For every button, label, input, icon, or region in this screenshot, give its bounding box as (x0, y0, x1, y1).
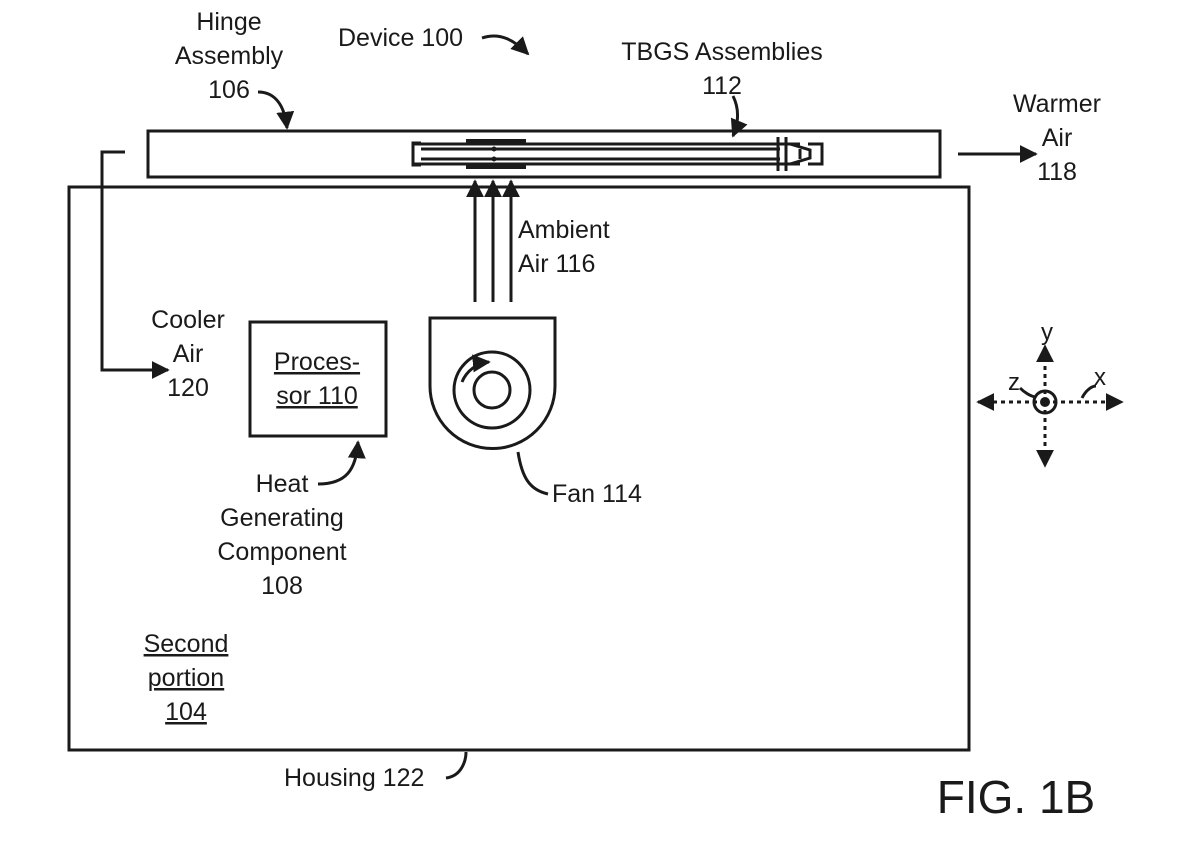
hinge-label-line1: Hinge (196, 8, 261, 36)
processor-box (248, 320, 388, 438)
axis-z-label: z (1008, 369, 1020, 396)
second-portion-label-line2: portion (148, 664, 224, 692)
fan (428, 316, 557, 450)
heat-label-line1: Heat (256, 470, 309, 498)
processor-label-line1: Proces- (274, 348, 360, 376)
fan-leader (516, 451, 549, 496)
heat-leader (317, 440, 366, 486)
ambient-air-label-line1: Ambient (518, 216, 610, 244)
housing-label: Housing 122 (284, 764, 424, 792)
second-portion-label-line1: Second (144, 630, 229, 658)
hinge-leader (257, 90, 295, 130)
hinge-label-line2: Assembly (175, 42, 284, 70)
ambient-air-arrows (466, 179, 520, 302)
hinge-label-line3: 106 (208, 76, 250, 104)
tbgs-label-line2: 112 (702, 72, 742, 100)
second-portion-label-line3: 104 (165, 698, 207, 726)
device-label: Device 100 (338, 24, 463, 52)
figure-number: FIG. 1B (937, 771, 1095, 823)
fan-label: Fan 114 (552, 480, 642, 508)
cooler-air-label-line1: Cooler (151, 306, 225, 334)
heat-label-line2: Generating (220, 504, 344, 532)
ambient-air-label-line2: Air 116 (518, 250, 595, 278)
tbgs-assembly (411, 137, 824, 171)
axis-indicator (976, 344, 1124, 468)
processor-label-line2: sor 110 (276, 382, 358, 410)
device-leader (481, 34, 530, 56)
cooler-air-label-line2: Air (173, 340, 204, 368)
heat-label-line4: 108 (261, 572, 303, 600)
warmer-air-label-line2: Air (1042, 124, 1073, 152)
tbgs-label-line1: TBGS Assemblies (621, 38, 822, 66)
axis-y-label: y (1041, 319, 1053, 346)
heat-label-line3: Component (217, 538, 346, 566)
cooler-air-arrow (100, 150, 170, 379)
cooler-air-label-line3: 120 (167, 374, 209, 402)
hinge-bar (146, 129, 942, 179)
warmer-air-label-line3: 118 (1037, 158, 1077, 186)
housing-leader (445, 751, 468, 780)
axis-x-label: x (1094, 364, 1106, 391)
tbgs-leader (730, 95, 748, 138)
warmer-air-label-line1: Warmer (1013, 90, 1101, 118)
